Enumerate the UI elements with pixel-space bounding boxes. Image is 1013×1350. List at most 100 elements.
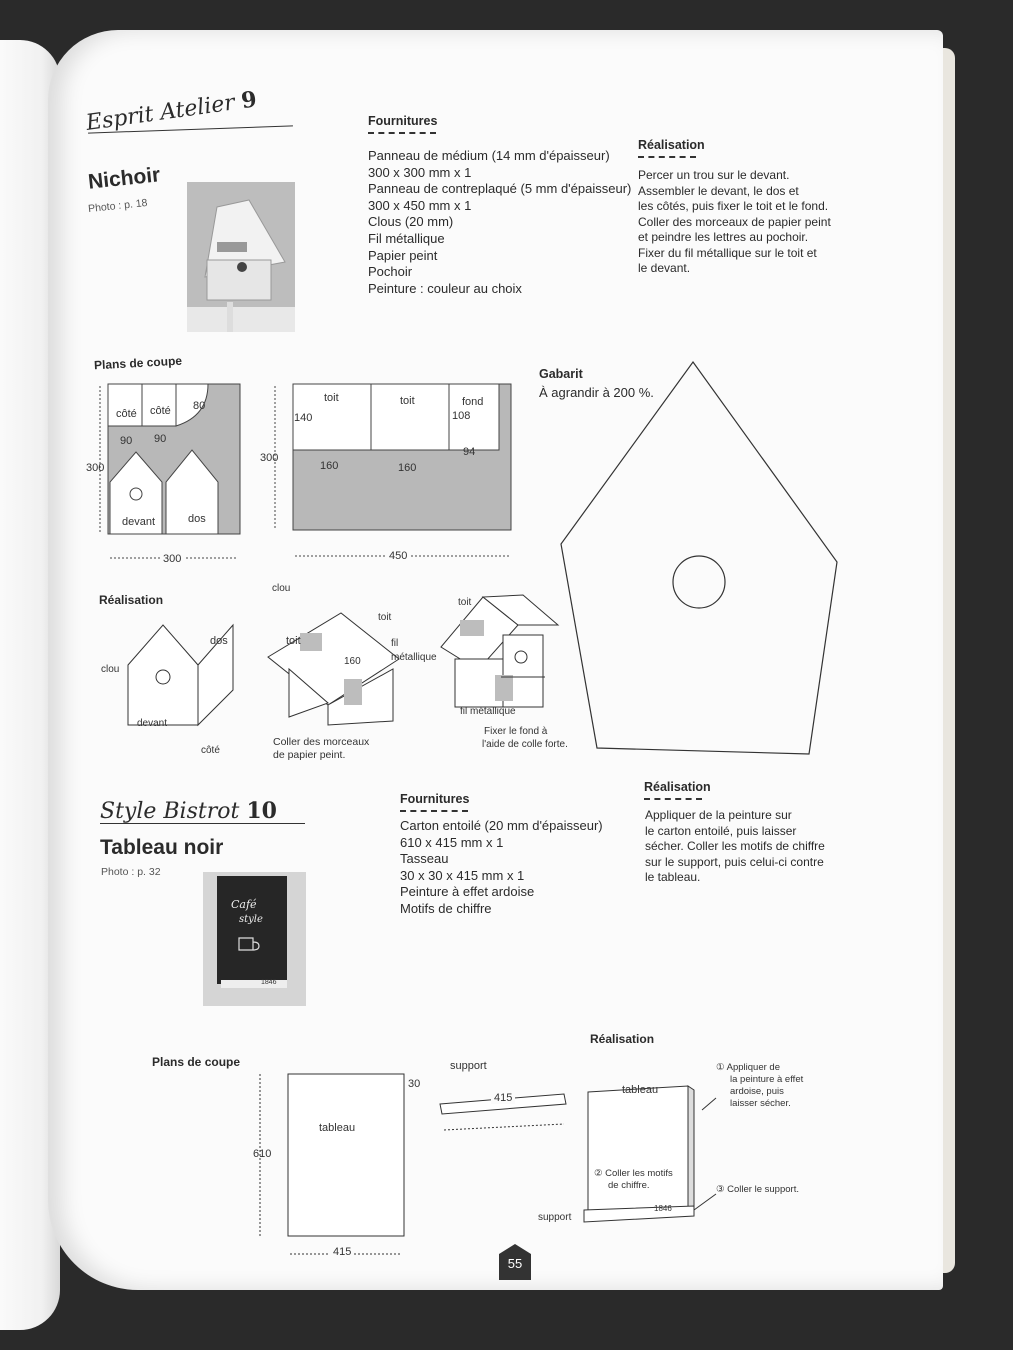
- assembly-step2-line2: de chiffre.: [608, 1180, 650, 1191]
- assembly-toit3: toit: [458, 597, 472, 608]
- project9-photo: [187, 182, 295, 332]
- project10-method-text: Appliquer de la peinture sur le carton e…: [645, 808, 825, 886]
- project10-title: Tableau noir: [100, 836, 224, 859]
- assembly-illustrations: [127, 594, 560, 727]
- support-dim-415: 415: [491, 1092, 516, 1104]
- project10-assembly-heading: Réalisation: [590, 1032, 655, 1046]
- project10-number: 10: [246, 798, 277, 824]
- project9-supplies-heading: Fournitures: [368, 114, 438, 128]
- project9-number: 9: [239, 86, 259, 115]
- assembly-tableau: tableau: [622, 1084, 659, 1096]
- photo-number-text: 1846: [261, 979, 277, 986]
- project9-photo-ref: Photo : p. 18: [87, 196, 149, 216]
- supply-item: Tasseau: [400, 851, 449, 867]
- supply-item: Panneau de médium (14 mm d'épaisseur): [368, 148, 610, 163]
- assembly-clou2: clou: [272, 583, 291, 594]
- method-line: sécher. Coller les motifs de chiffre: [645, 839, 825, 853]
- supply-item: Peinture à effet ardoise: [400, 884, 535, 900]
- method-line: Assembler le devant, le dos et: [638, 183, 799, 198]
- cut1-height: 300: [86, 462, 105, 474]
- supply-item: Pochoir: [368, 264, 413, 280]
- project9-supplies-underline: [368, 132, 436, 134]
- cut1-dim-80: 80: [193, 400, 206, 412]
- support-dim-30: 30: [408, 1078, 421, 1090]
- cut2-fond: fond: [462, 396, 484, 408]
- chalkboard-photo-image: [203, 872, 306, 1006]
- template-note: À agrandir à 200 %.: [539, 385, 654, 400]
- supply-item: 30 x 30 x 415 mm x 1: [400, 867, 525, 883]
- supply-item: Carton entoilé (20 mm d'épaisseur): [400, 818, 603, 833]
- project10-supplies-list: Carton entoilé (20 mm d'épaisseur) 610 x…: [400, 818, 603, 918]
- assembly-step2-line1: ② Coller les motifs: [594, 1168, 673, 1179]
- cut1-dos: dos: [188, 513, 206, 525]
- project9-title: Nichoir: [86, 163, 162, 194]
- cut2-width: 450: [386, 550, 411, 562]
- board-width: 415: [330, 1246, 355, 1258]
- supply-item: Peinture : couleur au choix: [368, 280, 522, 296]
- birdhouse-template-outline: [560, 360, 838, 755]
- template-heading: Gabarit: [539, 367, 583, 381]
- cut2-dim-140: 140: [294, 412, 313, 424]
- cut1-cote1: côté: [116, 408, 137, 420]
- assembly-devant: devant: [137, 718, 168, 729]
- supply-item: 300 x 300 mm x 1: [368, 164, 472, 180]
- supply-item: Papier peint: [368, 247, 438, 263]
- assembly-step1-line1: ① Appliquer de: [716, 1062, 780, 1073]
- assembly-fil2: fil métallique: [460, 706, 516, 717]
- assembly-fond-line2: l'aide de colle forte.: [482, 739, 568, 750]
- board-height: 610: [253, 1148, 272, 1160]
- project10-photo-ref: Photo : p. 32: [101, 866, 161, 878]
- supply-item: Fil métallique: [368, 230, 445, 246]
- supply-item: 300 x 450 mm x 1: [368, 197, 472, 213]
- cut1-cote2: côté: [150, 405, 171, 417]
- assembly-paper-line2: de papier peint.: [273, 749, 346, 761]
- assembly-clou1: clou: [101, 664, 120, 675]
- assembly-step1-line3: ardoise, puis: [730, 1086, 784, 1097]
- cut2-toit1: toit: [324, 392, 339, 404]
- cut2-dim-94: 94: [463, 446, 476, 458]
- project10-photo: Café style 1846: [203, 872, 306, 1006]
- assembly-step3: ③ Coller le support.: [716, 1184, 799, 1195]
- cut2-toit2: toit: [400, 395, 415, 407]
- project10-supplies-heading: Fournitures: [400, 792, 470, 806]
- method-line: Fixer du fil métallique sur le toit et: [638, 245, 817, 260]
- method-line: le devant.: [638, 261, 691, 275]
- project10-method-underline: [644, 798, 702, 800]
- supply-item: Clous (20 mm): [368, 214, 454, 230]
- project10-series-text: Style Bistrot: [100, 799, 240, 824]
- project9-assembly-heading: Réalisation: [99, 593, 164, 607]
- project10-series: Style Bistrot 10: [100, 798, 277, 824]
- cut2-dim-108: 108: [452, 410, 471, 422]
- assembly-paper-line1: Coller des morceaux: [273, 736, 370, 748]
- assembly-fil: fil: [391, 638, 399, 649]
- assembly-number-motif: 1846: [654, 1204, 672, 1213]
- project10-cut-plans-heading: Plans de coupe: [152, 1055, 241, 1069]
- assembly-toit2: toit: [378, 612, 392, 623]
- page-number-badge: [499, 1244, 531, 1280]
- assembly-metallique: métallique: [391, 652, 437, 663]
- project10-method-heading: Réalisation: [644, 780, 711, 794]
- assembly-dim-160: 160: [344, 656, 361, 667]
- assembly-toit1: toit: [286, 635, 301, 647]
- method-line: Appliquer de la peinture sur: [645, 808, 792, 822]
- page-number: 55: [507, 1256, 523, 1271]
- method-line: le carton entoilé, puis laisser: [645, 823, 797, 838]
- method-line: et peindre les lettres au pochoir.: [638, 230, 809, 244]
- method-line: Coller des morceaux de papier peint: [638, 214, 831, 229]
- supply-item: Motifs de chiffre: [400, 900, 492, 916]
- assembly-support: support: [538, 1212, 572, 1223]
- board-label: tableau: [319, 1122, 356, 1134]
- assembly-cote: côté: [201, 745, 220, 756]
- project10-supplies-underline: [400, 810, 468, 812]
- assembly-step1-line2: la peinture à effet: [730, 1074, 804, 1085]
- method-line: sur le support, puis celui-ci contre: [645, 854, 824, 869]
- method-line: Percer un trou sur le devant.: [638, 168, 790, 182]
- cut2-dim-160b: 160: [398, 462, 417, 474]
- birdhouse-photo-image: [187, 182, 295, 332]
- supply-item: 610 x 415 mm x 1: [400, 834, 504, 850]
- cut2-dim-160a: 160: [320, 460, 339, 472]
- project9-method-text: Percer un trou sur le devant. Assembler …: [638, 168, 831, 277]
- photo-style-text: style: [239, 914, 263, 925]
- blackboard-plans-diagram: [259, 1073, 717, 1255]
- cut2-height: 300: [260, 452, 279, 464]
